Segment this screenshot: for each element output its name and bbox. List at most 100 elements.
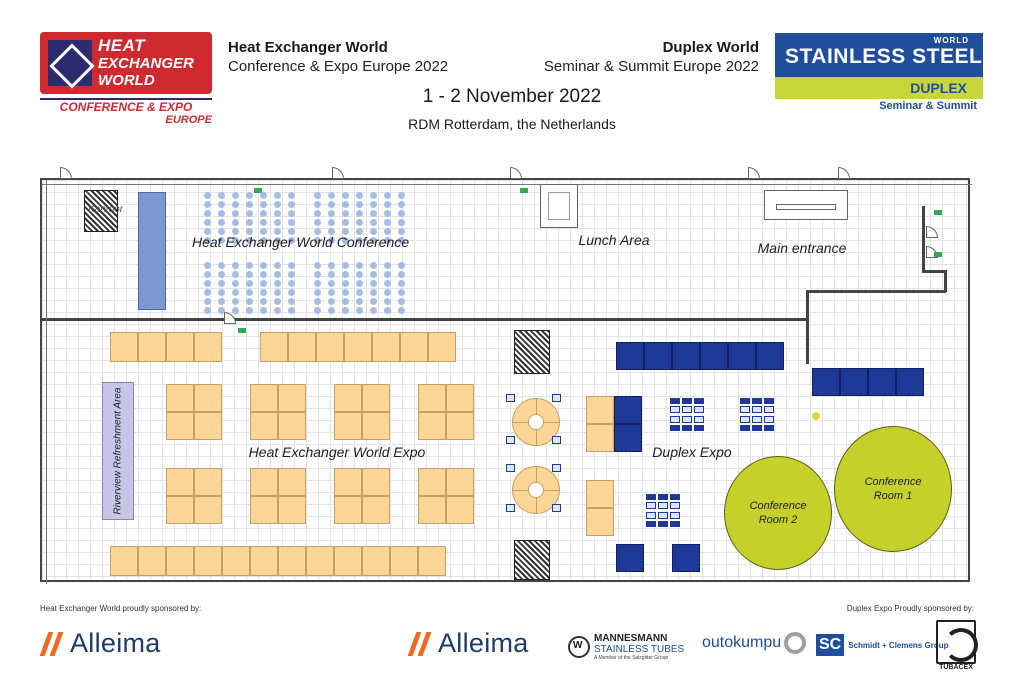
conference-seat	[260, 237, 267, 244]
conference-seat	[288, 289, 295, 296]
conference-seat	[314, 237, 321, 244]
exit-sign	[238, 328, 246, 333]
conference-seat	[384, 210, 391, 217]
conference-seat	[204, 280, 211, 287]
lunch-counter-inner	[548, 192, 570, 220]
conference-seat	[342, 219, 349, 226]
conference-seat	[384, 280, 391, 287]
conference-seat	[314, 271, 321, 278]
conference-seat	[260, 298, 267, 305]
expo-booth	[194, 496, 222, 524]
left-event-heading: Heat Exchanger World Conference & Expo E…	[228, 38, 448, 77]
conference-seat	[342, 262, 349, 269]
conference-seat	[314, 219, 321, 226]
schmidt-clemens-logo: SC Schmidt + Clemens Group	[816, 634, 948, 656]
expo-booth	[362, 384, 390, 412]
conference-seat	[356, 201, 363, 208]
door	[748, 167, 760, 179]
outokumpu-logo: outokumpu	[702, 632, 807, 654]
conference-seat	[246, 219, 253, 226]
chair	[764, 398, 774, 404]
expo-booth	[446, 412, 474, 440]
conference-seat	[232, 262, 239, 269]
logo-red-box: HEAT EXCHANGER WORLD	[40, 32, 212, 94]
conference-seat	[384, 307, 391, 314]
ssw-name-text: STAINLESS STEEL	[785, 45, 983, 68]
conference-seat	[274, 280, 281, 287]
conference-room-1: Conference Room 1	[834, 426, 952, 552]
conference-seat	[328, 228, 335, 235]
chair	[658, 494, 668, 500]
expo-booth	[250, 496, 278, 524]
staircase	[514, 330, 550, 374]
conference-seat	[274, 237, 281, 244]
conference-seat	[288, 298, 295, 305]
floor-plan: Kantoor Heat Exchanger World Conference …	[40, 167, 972, 584]
conference-seat	[274, 307, 281, 314]
stainless-steel-world-logo: WORLD STAINLESS STEEL DUPLEX Seminar & S…	[775, 33, 983, 115]
conference-seat	[232, 289, 239, 296]
conference-seat	[356, 237, 363, 244]
conference-seat	[232, 201, 239, 208]
chair	[670, 521, 680, 527]
hxw-conference-label-text: Heat Exchanger World Conference	[192, 234, 410, 250]
conference-seat	[370, 219, 377, 226]
table	[682, 406, 692, 413]
conference-seat	[246, 237, 253, 244]
conference-seat	[232, 307, 239, 314]
chair	[694, 398, 704, 404]
conference-seat	[232, 280, 239, 287]
conference-seat	[398, 289, 405, 296]
expo-booth	[316, 332, 344, 362]
expo-booth	[390, 546, 418, 576]
expo-booth	[446, 384, 474, 412]
table	[646, 512, 656, 519]
duplex-expo-label: Duplex Expo	[652, 444, 732, 460]
conference-seat	[218, 210, 225, 217]
table	[646, 502, 656, 509]
exit-sign	[254, 188, 262, 193]
conference-seat	[384, 289, 391, 296]
table	[670, 502, 680, 509]
conference-seat	[370, 228, 377, 235]
lunch-area-label: Lunch Area	[574, 230, 654, 250]
expo-booth	[194, 546, 222, 576]
conference-seat	[314, 210, 321, 217]
conference-seat	[328, 289, 335, 296]
conference-seat	[274, 262, 281, 269]
expo-booth	[428, 332, 456, 362]
expo-booth	[194, 384, 222, 412]
table	[764, 416, 774, 423]
ssw-duplex-text: DUPLEX	[775, 77, 983, 99]
conference-seat	[370, 280, 377, 287]
conference-seat	[204, 201, 211, 208]
tubacex-logo: TUBACEX	[936, 620, 978, 674]
logo-text-line3: WORLD	[98, 72, 155, 89]
conference-seat	[274, 201, 281, 208]
chair	[740, 398, 750, 404]
expo-booth	[250, 384, 278, 412]
conference-seat	[342, 307, 349, 314]
exit-sign	[934, 252, 942, 257]
outokumpu-ring-icon	[784, 632, 807, 654]
expo-booth	[446, 496, 474, 524]
duplex-booth	[812, 368, 840, 396]
conference-seat	[328, 201, 335, 208]
conference-seat	[398, 237, 405, 244]
expo-booth	[306, 546, 334, 576]
lunch-area-label-text: Lunch Area	[578, 232, 650, 248]
expo-booth	[166, 496, 194, 524]
conference-seat	[370, 201, 377, 208]
conference-seat	[370, 298, 377, 305]
conference-seat	[314, 228, 321, 235]
mannesmann-line2: STAINLESS TUBES	[594, 644, 685, 655]
entrance-vestibule-wall	[922, 206, 925, 272]
conference-seat	[218, 262, 225, 269]
conference-seat	[328, 307, 335, 314]
expo-booth	[278, 496, 306, 524]
conference-seat	[328, 271, 335, 278]
duplex-booth	[614, 396, 642, 424]
alleima-mark-icon	[39, 631, 64, 656]
chair	[764, 425, 774, 431]
table	[658, 512, 668, 519]
